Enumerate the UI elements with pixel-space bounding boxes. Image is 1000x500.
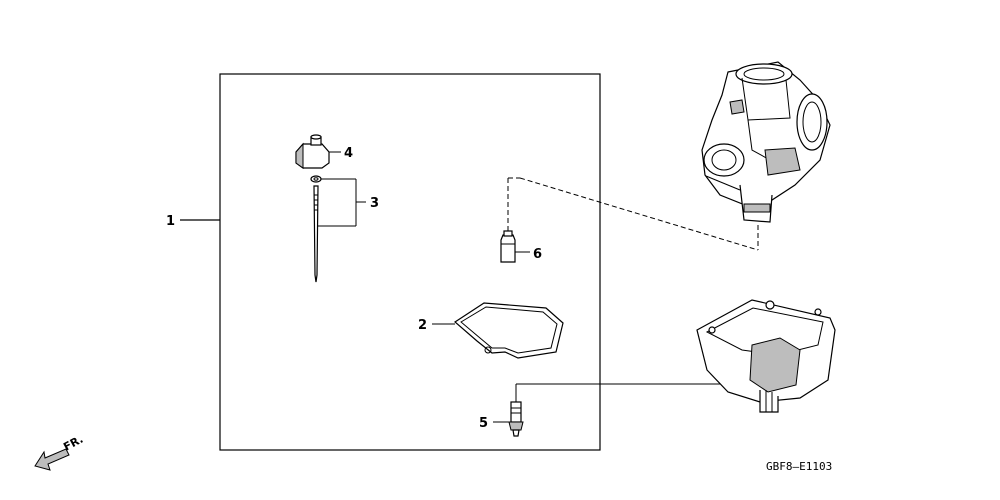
front-direction-label: FR.: [61, 433, 85, 454]
needle-holder-part: [295, 134, 341, 169]
kit-frame: [180, 73, 601, 451]
diagram-code: GBF8—E1103: [766, 460, 832, 473]
jet-needle-part: [310, 175, 366, 283]
carburetor-body: [701, 61, 831, 223]
callout-5: 5: [479, 416, 488, 431]
callout-1: 1: [166, 214, 175, 229]
float-bowl: [696, 299, 836, 413]
front-direction-arrow-icon: [34, 448, 70, 471]
main-jet-part: [500, 230, 530, 263]
callout-6: 6: [533, 247, 542, 262]
callout-4: 4: [344, 146, 353, 161]
callout-2: 2: [418, 318, 427, 333]
callout-3: 3: [370, 196, 379, 211]
gasket-part: [432, 302, 564, 359]
drain-screw-part: [493, 401, 524, 437]
